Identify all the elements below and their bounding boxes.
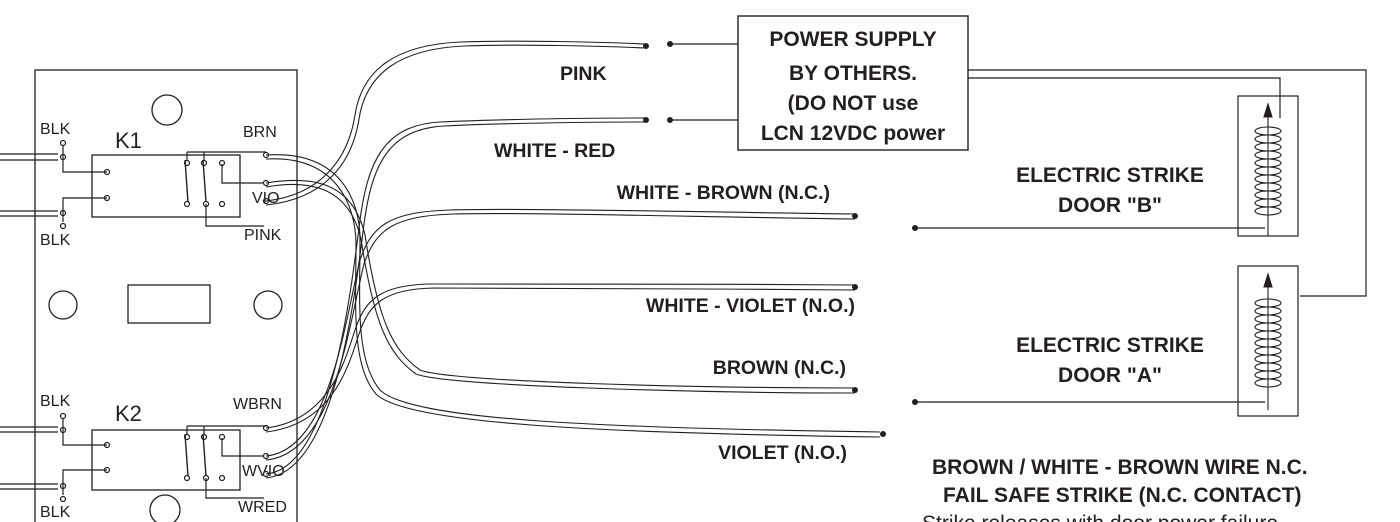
note-line2: FAIL SAFE STRIKE (N.C. CONTACT) (943, 484, 1302, 507)
notes: BROWN / WHITE - BROWN WIRE N.C. FAIL SAF… (922, 456, 1308, 522)
strike-a-box (1237, 265, 1299, 417)
power-supply-line1: POWER SUPPLY (769, 28, 936, 51)
relay-board: K1 BLK BLK BRN VIO PINK (0, 69, 298, 522)
board-outline (34, 69, 298, 522)
power-supply-line3: (DO NOT use (788, 92, 919, 115)
note-line3: Strike releases with door power failure (922, 512, 1278, 522)
k2-contact-2 (202, 433, 207, 477)
k2-input-wires (0, 426, 58, 490)
power-supply-leads (670, 43, 738, 121)
wire-label-white-brown: WHITE - BROWN (N.C.) (617, 182, 830, 204)
strike-a-line2: DOOR "A" (1058, 364, 1162, 387)
k1-label-pink: PINK (244, 227, 282, 244)
k2-title: K2 (115, 401, 142, 426)
k1-contact-1 (184, 159, 189, 203)
k1-left-traces (62, 146, 107, 222)
electric-strike-b: ELECTRIC STRIKE DOOR "B" (1016, 95, 1299, 237)
wire-label-pink: PINK (560, 63, 607, 85)
wire-labels: PINK WHITE - RED WHITE - BROWN (N.C.) WH… (494, 63, 855, 464)
k1-label-brn: BRN (243, 124, 277, 141)
strike-b-line1: ELECTRIC STRIKE (1016, 164, 1204, 187)
k1-body (91, 154, 241, 218)
power-supply-box (737, 15, 969, 151)
strike-b-coil-icon (1254, 102, 1282, 236)
electric-strike-a: ELECTRIC STRIKE DOOR "A" (1016, 265, 1299, 417)
strike-b-line2: DOOR "B" (1058, 194, 1162, 217)
mount-hole-right (253, 290, 283, 320)
k2-label-blk-top: BLK (40, 393, 71, 410)
k2-body (91, 429, 241, 491)
wire-label-violet: VIOLET (N.O.) (718, 442, 847, 464)
k1-right-traces (186, 151, 266, 227)
k1-input-wires (0, 153, 58, 217)
relay-k1: K1 BLK BLK BRN VIO PINK (0, 121, 282, 249)
strike-wiring (915, 69, 1367, 403)
k2-label-blk-bottom: BLK (40, 504, 71, 521)
center-component (127, 284, 211, 324)
k2-label-wred: WRED (238, 499, 287, 516)
mount-hole-left (48, 290, 78, 320)
power-supply: POWER SUPPLY BY OTHERS. (DO NOT use LCN … (670, 15, 969, 151)
k2-right-traces (186, 425, 266, 499)
mount-hole-top (151, 94, 183, 126)
k1-title: K1 (115, 128, 142, 153)
note-line1: BROWN / WHITE - BROWN WIRE N.C. (932, 456, 1308, 479)
k2-label-wbrn: WBRN (233, 396, 282, 413)
wire-label-white-violet: WHITE - VIOLET (N.O.) (646, 295, 855, 317)
relay-k2: K2 BLK BLK WBRN WVIO WRED (0, 393, 287, 521)
strike-a-line1: ELECTRIC STRIKE (1016, 334, 1204, 357)
k1-label-blk-top: BLK (40, 121, 71, 138)
wire-bundle (265, 40, 881, 479)
k1-label-blk-bottom: BLK (40, 232, 71, 249)
power-supply-line4: LCN 12VDC power (761, 122, 945, 145)
k2-label-wvio: WVIO (242, 463, 285, 480)
k1-contact-2 (202, 159, 207, 203)
wire-label-brown: BROWN (N.C.) (713, 357, 846, 379)
k2-contact-1 (184, 433, 189, 477)
strike-a-coil-icon (1254, 272, 1282, 410)
power-supply-line2: BY OTHERS. (789, 62, 917, 85)
wire-label-white-red: WHITE - RED (494, 140, 615, 162)
k1-label-vio: VIO (252, 190, 280, 207)
mount-hole-bottom (149, 494, 181, 522)
